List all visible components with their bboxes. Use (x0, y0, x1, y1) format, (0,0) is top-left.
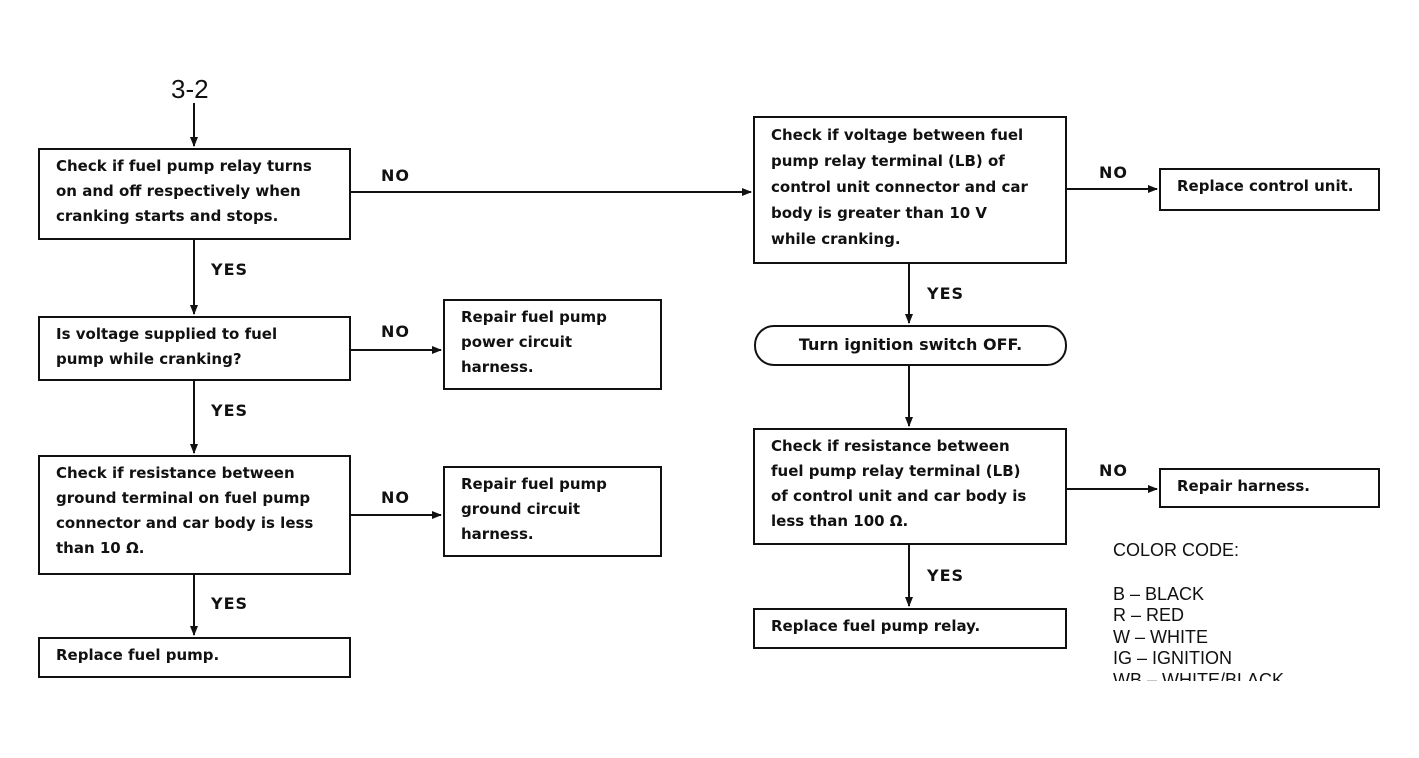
ignition-off-box: Turn ignition switch OFF. (754, 325, 1067, 366)
repair-power-box: Repair fuel pump power circuit harness. (443, 299, 662, 390)
legend-title: COLOR CODE: (1113, 540, 1240, 560)
yes-label-2: YES (211, 401, 249, 420)
voltage-relay-terminal-box: Check if voltage between fuel pump relay… (753, 116, 1067, 264)
legend-item: B – BLACK (1113, 583, 1205, 604)
replace-control-unit-box: Replace control unit. (1159, 168, 1380, 211)
legend-item: IG – IGNITION (1113, 648, 1233, 668)
replace-pump-box: Replace fuel pump. (38, 637, 351, 678)
repair-ground-box: Repair fuel pump ground circuit harness. (443, 466, 662, 557)
yes-label-4: YES (927, 284, 965, 303)
legend-item: W – WHITE (1113, 626, 1208, 647)
resistance-ground-box: Check if resistance between ground termi… (38, 455, 351, 575)
yes-label-3: YES (211, 594, 249, 613)
voltage-supplied-box: Is voltage supplied to fuel pump while c… (38, 316, 351, 381)
yes-label-5: YES (927, 566, 965, 585)
replace-relay-box: Replace fuel pump relay. (753, 608, 1067, 649)
start-label: 3-2 (171, 74, 209, 104)
no-label-2: NO (381, 322, 410, 341)
no-label-4: NO (1099, 163, 1128, 182)
color-code-legend: COLOR CODE: B – BLACK R – RED W – WHITE … (1113, 540, 1393, 681)
relay-check-box: Check if fuel pump relay turns on and of… (38, 148, 351, 240)
yes-label-1: YES (211, 260, 249, 279)
legend-item: WB – WHITE/BLACK (1113, 669, 1285, 682)
no-label-1: NO (381, 166, 410, 185)
no-label-3: NO (381, 488, 410, 507)
resistance-relay-terminal-box: Check if resistance between fuel pump re… (753, 428, 1067, 545)
repair-harness-box: Repair harness. (1159, 468, 1380, 508)
legend-item: R – RED (1113, 605, 1185, 625)
no-label-5: NO (1099, 461, 1128, 480)
